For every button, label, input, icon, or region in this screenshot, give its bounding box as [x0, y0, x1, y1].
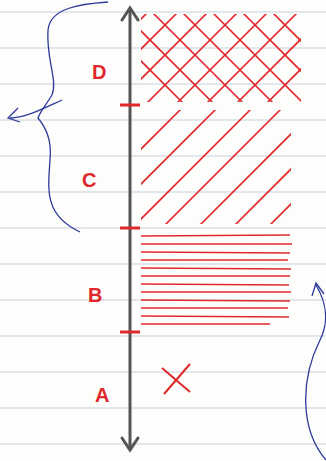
region-letter: C	[82, 170, 96, 190]
region-letter: A	[95, 385, 109, 405]
region-letter: B	[88, 285, 102, 305]
region-letter: D	[92, 62, 106, 82]
